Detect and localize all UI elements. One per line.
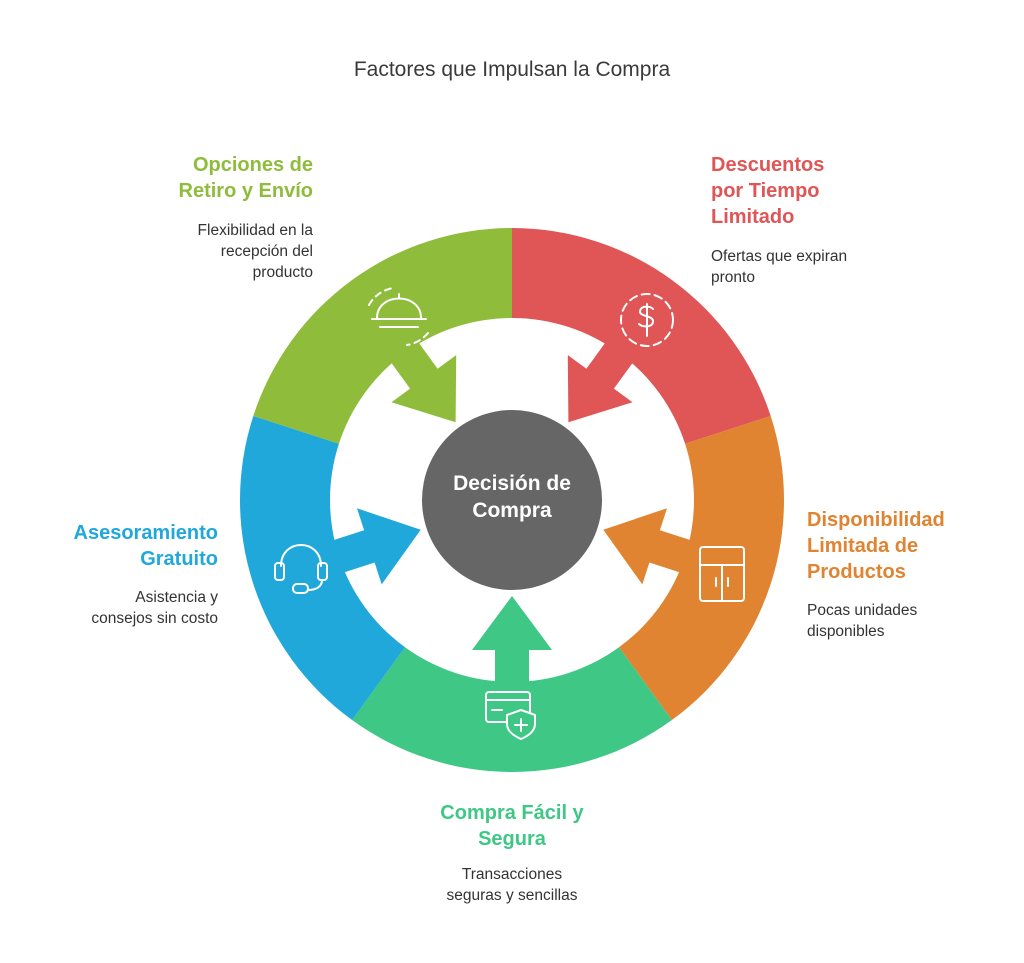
opciones-title-line1: Opciones de xyxy=(192,154,313,176)
arrow-opciones xyxy=(383,331,457,423)
asesoramiento-title-line2: Gratuito xyxy=(140,548,218,570)
disponibilidad-title-line3: Productos xyxy=(807,561,906,583)
arrow-asesoramiento xyxy=(320,508,421,585)
descuentos-title-line3: Limitado xyxy=(711,206,795,228)
cabinet-icon xyxy=(699,546,745,602)
segment-descuentos xyxy=(512,228,771,444)
compra-description: Transacciones seguras y sencillas xyxy=(380,864,644,906)
opciones-title-line2: Retiro y Envío xyxy=(178,180,313,202)
center-label-line2: Compra xyxy=(472,499,552,522)
arrow-disponibilidad xyxy=(603,508,704,585)
center-label-line1: Decisión de xyxy=(453,472,571,495)
asesoramiento-title: Asesoramiento Gratuito xyxy=(20,520,219,572)
serving-tray-icon xyxy=(368,287,429,346)
compra-desc-line2: seguras y sencillas xyxy=(446,887,578,904)
segment-compra xyxy=(352,647,672,772)
center-circle xyxy=(422,410,602,590)
disponibilidad-title: Disponibilidad Limitada de Productos xyxy=(807,507,945,585)
asesoramiento-desc-line2: consejos sin costo xyxy=(91,610,218,627)
center-label: Decisión de Compra xyxy=(424,470,600,524)
asesoramiento-description: Asistencia y consejos sin costo xyxy=(20,587,218,629)
dollar-icon xyxy=(620,293,674,347)
asesoramiento-title-line1: Asesoramiento xyxy=(73,522,219,544)
disponibilidad-title-line2: Limitada de xyxy=(807,535,919,557)
secure-card-icon xyxy=(485,691,536,740)
descuentos-title-line1: Descuentos xyxy=(711,154,825,176)
descuentos-title-line2: por Tiempo xyxy=(711,180,820,202)
compra-title-line2: Segura xyxy=(478,828,546,850)
compra-title: Compra Fácil y Segura xyxy=(380,800,644,852)
compra-title-line1: Compra Fácil y xyxy=(440,802,584,824)
compra-desc-line1: Transacciones xyxy=(461,866,563,883)
descuentos-desc-line1: Ofertas que expiran xyxy=(711,248,848,265)
opciones-desc-line3: producto xyxy=(252,264,313,281)
opciones-title: Opciones de Retiro y Envío xyxy=(110,152,313,204)
descuentos-title: Descuentos por Tiempo Limitado xyxy=(711,152,824,230)
segment-opciones xyxy=(253,228,512,444)
arrow-compra xyxy=(472,596,552,696)
descuentos-desc-line2: pronto xyxy=(711,269,755,286)
opciones-description: Flexibilidad en la recepción del product… xyxy=(110,220,313,283)
segment-disponibilidad xyxy=(618,415,784,721)
opciones-desc-line1: Flexibilidad en la xyxy=(197,222,313,239)
disponibilidad-title-line1: Disponibilidad xyxy=(807,509,945,531)
headset-icon xyxy=(274,544,328,594)
opciones-desc-line2: recepción del xyxy=(220,243,313,260)
disponibilidad-description: Pocas unidades disponibles xyxy=(807,600,917,642)
diagram-title: Factores que Impulsan la Compra xyxy=(353,58,671,81)
arrow-descuentos xyxy=(567,331,641,423)
segment-asesoramiento xyxy=(240,415,406,721)
asesoramiento-desc-line1: Asistencia y xyxy=(135,589,218,606)
descuentos-description: Ofertas que expiran pronto xyxy=(711,246,847,288)
disponibilidad-desc-line1: Pocas unidades xyxy=(807,602,918,619)
disponibilidad-desc-line2: disponibles xyxy=(807,623,885,640)
